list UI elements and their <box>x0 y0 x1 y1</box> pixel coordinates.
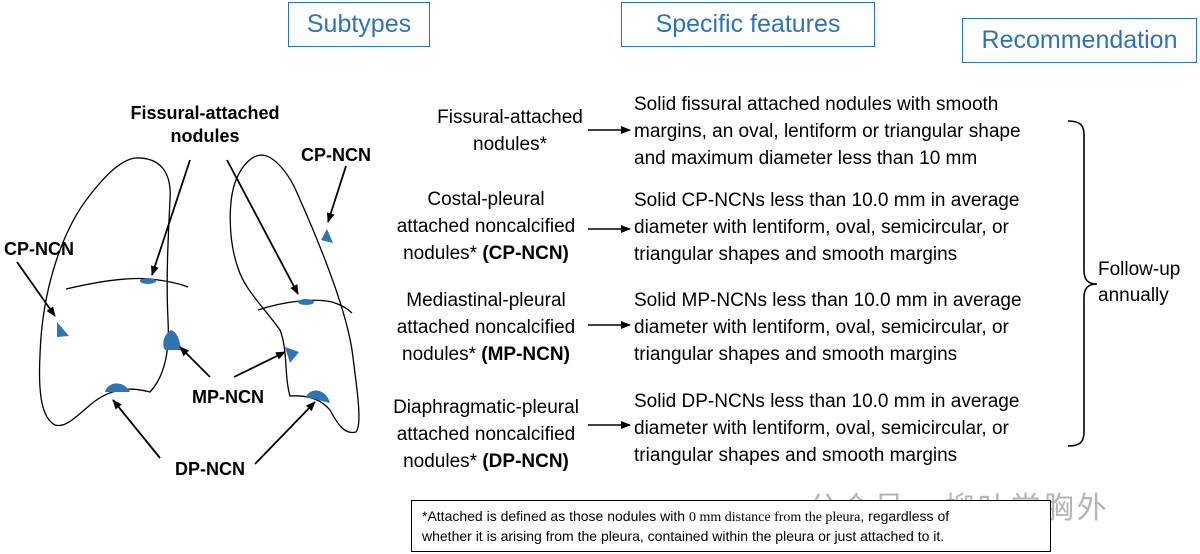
recommendation-text: Follow-up annually <box>1098 259 1181 306</box>
arrow-cp-right <box>326 165 347 223</box>
feature-cp-ncn: Solid CP-NCNs less than 10.0 mm in avera… <box>634 190 1020 265</box>
header-recommendation: Recommendation <box>962 18 1197 63</box>
feature-dp-ncn: Solid DP-NCNs less than 10.0 mm in avera… <box>634 391 1020 466</box>
nodule-mp-right <box>285 347 299 363</box>
subtype-cp-ncn: Costal-pleural attached noncalcified nod… <box>396 189 576 264</box>
diagram-label-cp-left: CP-NCN <box>4 239 74 259</box>
right-fissure-line <box>257 299 353 314</box>
nodule-mp-left <box>163 330 181 350</box>
arrow-mp-right <box>233 351 286 378</box>
nodule-fissural-left <box>140 278 156 284</box>
nodule-dp-right <box>306 390 330 403</box>
left-lung-outline <box>38 157 171 427</box>
arrow-dp-right <box>254 401 316 465</box>
diagram-label-dp: DP-NCN <box>175 459 245 479</box>
diagram-label-cp-right: CP-NCN <box>301 145 371 165</box>
diagram-label-mp: MP-NCN <box>192 387 264 407</box>
arrow-fissural-left <box>151 159 191 276</box>
subtype-mp-ncn: Mediastinal-pleural attached noncalcifie… <box>396 290 576 365</box>
arrow-fissural-right <box>226 159 299 295</box>
arrow-mp-left <box>179 346 211 378</box>
left-fissure-line <box>65 277 189 290</box>
diagram-label-fissural: Fissural-attached nodules <box>130 103 280 146</box>
header-specific-features: Specific features <box>621 2 875 47</box>
nodule-fissural-right <box>298 299 314 305</box>
feature-mp-ncn: Solid MP-NCNs less than 10.0 mm in avera… <box>634 290 1022 365</box>
row-arrows <box>588 126 631 429</box>
diagram-arrows <box>16 159 347 465</box>
feature-fissural: Solid fissural attached nodules with smo… <box>634 94 1021 169</box>
recommendation-brace <box>1067 120 1098 447</box>
right-lung-outline <box>229 154 360 434</box>
arrow-dp-left <box>112 399 161 459</box>
arrow-cp-left <box>16 261 56 317</box>
footnote-box: *Attached is defined as those nodules wi… <box>411 500 1051 552</box>
header-subtypes: Subtypes <box>288 2 430 47</box>
nodule-dp-left <box>105 383 130 392</box>
nodule-cp-left <box>57 322 69 337</box>
nodule-cp-right <box>321 229 333 243</box>
subtype-dp-ncn: Diaphragmatic-pleural attached noncalcif… <box>393 397 579 472</box>
subtype-fissural: Fissural-attached nodules* <box>437 107 583 155</box>
